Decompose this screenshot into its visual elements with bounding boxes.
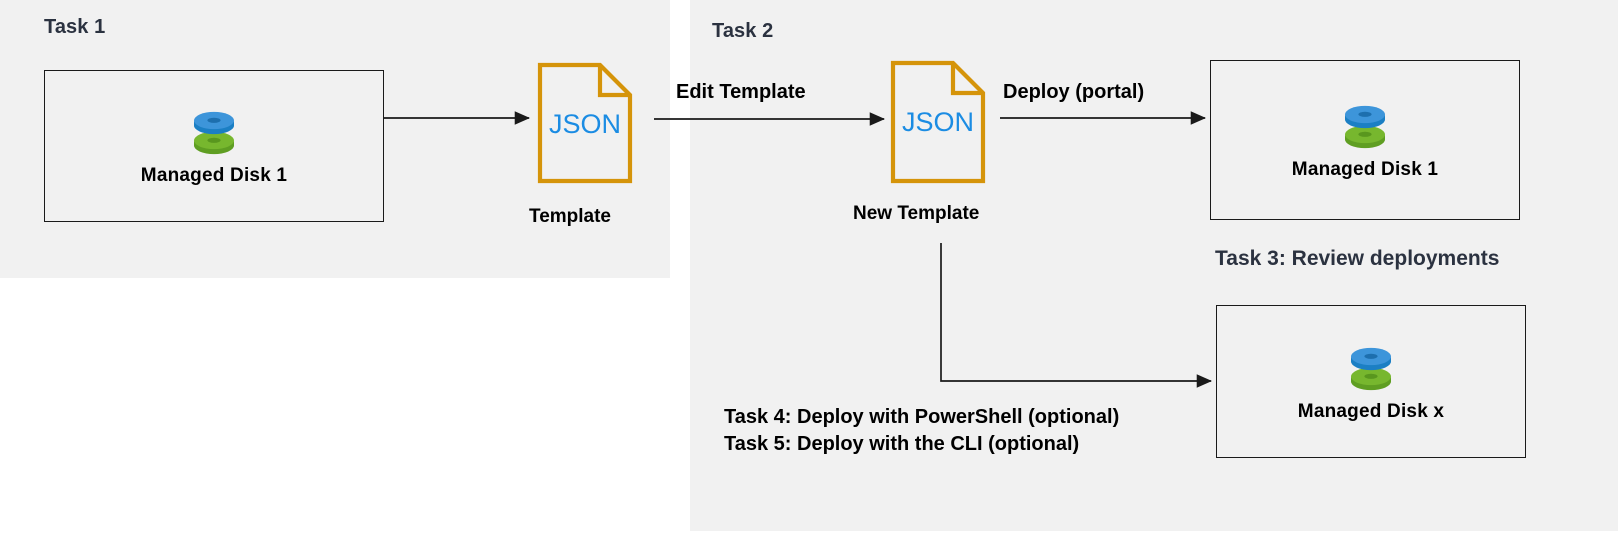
managed-disk-x-content: Managed Disk x bbox=[1217, 341, 1525, 423]
managed-disk-x-label: Managed Disk x bbox=[1297, 400, 1445, 422]
managed-disk-icon bbox=[1351, 347, 1391, 390]
managed-disk-1-source-box: Managed Disk 1 bbox=[44, 70, 384, 222]
managed-disk-1-source-label: Managed Disk 1 bbox=[140, 165, 288, 186]
json-label: JSON bbox=[902, 107, 974, 137]
optional-tasks-note: Task 4: Deploy with PowerShell (optional… bbox=[724, 404, 1119, 458]
deploy-portal-arrow-label: Deploy (portal) bbox=[1003, 81, 1145, 103]
task-3-label: Task 3: Review deployments bbox=[1215, 247, 1500, 270]
managed-disk-icon bbox=[194, 111, 234, 155]
managed-disk-1-deployed-content: Managed Disk 1 bbox=[1211, 99, 1519, 181]
task-5-label: Task 5: Deploy with the CLI (optional) bbox=[724, 433, 1080, 456]
task-4-label: Task 4: Deploy with PowerShell (optional… bbox=[724, 406, 1120, 428]
managed-disk-icon bbox=[1345, 105, 1385, 149]
task-2-heading: Task 2 bbox=[712, 20, 774, 42]
managed-disk-1-deployed-label: Managed Disk 1 bbox=[1291, 159, 1439, 180]
template-caption: Template bbox=[529, 206, 612, 227]
managed-disk-1-source-content: Managed Disk 1 bbox=[45, 105, 383, 187]
json-label: JSON bbox=[549, 109, 621, 139]
template-document: JSON bbox=[537, 62, 633, 189]
json-document-icon: JSON bbox=[890, 60, 986, 184]
managed-disk-x-box: Managed Disk x bbox=[1216, 305, 1526, 458]
edit-template-arrow-label: Edit Template bbox=[676, 81, 806, 103]
new-template-caption: New Template bbox=[853, 203, 980, 224]
task-1-heading: Task 1 bbox=[44, 16, 106, 38]
managed-disk-1-deployed-box: Managed Disk 1 bbox=[1210, 60, 1520, 220]
new-template-document: JSON bbox=[890, 60, 986, 189]
json-document-icon: JSON bbox=[537, 62, 633, 184]
